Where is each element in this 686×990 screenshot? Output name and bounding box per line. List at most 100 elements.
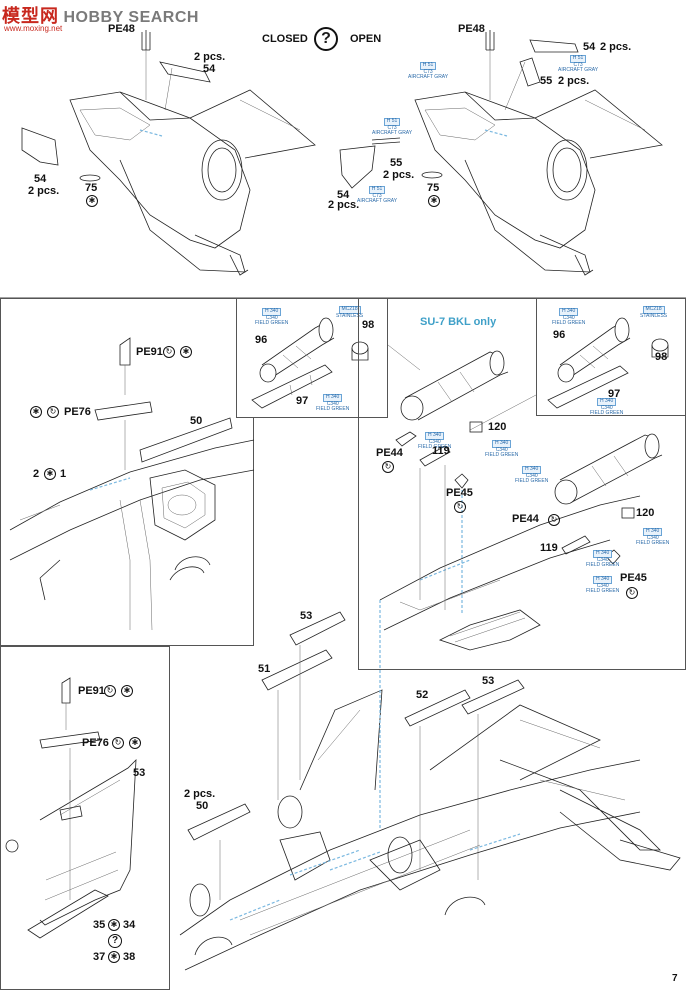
mr-pe44-a-bend-icon: ↻ <box>382 461 394 473</box>
ml-part-50: 50 <box>190 415 203 427</box>
bm-part-52: 52 <box>416 689 429 701</box>
mr-part-119-a: 119 <box>432 445 450 457</box>
bm-part-51: 51 <box>258 663 271 675</box>
watermark: 模型网 HOBBY SEARCH www.moxing.net <box>2 2 199 33</box>
exa-part-98: 98 <box>362 319 375 331</box>
tr-part-55-b: 55 <box>390 157 403 169</box>
ml-pe91-glue-icon: ✱ <box>180 346 192 358</box>
ml-pe91-bend-icon: ↻ <box>163 346 175 358</box>
mr-pe45-a-bend-icon: ↻ <box>454 501 466 513</box>
tl-part-54-a: 54 <box>203 63 216 75</box>
closed-label: CLOSED <box>262 33 308 45</box>
tr-qty-d: 2 pcs. <box>328 199 360 211</box>
bl-part-37: 37 <box>93 951 106 963</box>
ml-part-2: 2 <box>33 468 40 480</box>
bl-part-34: 34 <box>123 919 136 931</box>
top-right-drawing <box>339 30 663 276</box>
tl-pe48: PE48 <box>108 23 135 35</box>
mr-part-119-b: 119 <box>540 542 558 554</box>
bm-part-53-b: 53 <box>482 675 495 687</box>
bl-question-icon: ? <box>108 934 122 948</box>
tl-glue-icon: ✱ <box>86 195 98 207</box>
tl-qty-a: 2 pcs. <box>194 51 226 63</box>
tl-part-54-b: 54 <box>34 173 47 185</box>
tr-qty-a: 2 pcs. <box>600 41 632 53</box>
mr-part-120-a: 120 <box>488 421 507 433</box>
bl-part-38: 38 <box>123 951 136 963</box>
tr-part-55-a: 55 <box>540 75 553 87</box>
bl-part-35: 35 <box>93 919 106 931</box>
tl-part-75: 75 <box>85 182 98 194</box>
tr-part-75: 75 <box>427 182 440 194</box>
tr-part-54-b: 54 <box>337 189 350 201</box>
tr-qty-b: 2 pcs. <box>558 75 590 87</box>
bl-pe91-bend-icon: ↻ <box>104 685 116 697</box>
bl-pe76-bend-icon: ↻ <box>112 737 124 749</box>
tr-part-54-a: 54 <box>583 41 596 53</box>
mr-pe45-b-bend-icon: ↻ <box>626 587 638 599</box>
bm-part-50: 50 <box>196 800 209 812</box>
open-label: OPEN <box>350 33 382 45</box>
exhaust-box-a <box>236 298 388 418</box>
bm-qty-2pcs: 2 pcs. <box>184 788 216 800</box>
bl-part-53: 53 <box>133 767 146 779</box>
tr-glue-icon: ✱ <box>428 195 440 207</box>
bl-pe76-glue-icon: ✱ <box>129 737 141 749</box>
tr-pe48: PE48 <box>458 23 485 35</box>
tl-qty-b: 2 pcs. <box>28 185 60 197</box>
bl-pe76: PE76 <box>82 737 109 749</box>
tr-qty-c: 2 pcs. <box>383 169 415 181</box>
exb-part-98: 98 <box>655 351 668 363</box>
ml-part-1: 1 <box>60 468 67 480</box>
bl-pe91: PE91 <box>78 685 105 697</box>
watermark-brand: HOBBY SEARCH <box>63 9 199 26</box>
mr-pe44-b-bend-icon: ↻ <box>548 514 560 526</box>
mr-pe44-a: PE44 <box>376 447 403 459</box>
watermark-url: www.moxing.net <box>4 24 63 33</box>
exb-part-96: 96 <box>553 329 566 341</box>
watermark-logo: 模型网 <box>2 6 59 26</box>
page-number: 7 <box>672 973 678 984</box>
ml-glue-icon: ✱ <box>44 468 56 480</box>
top-left-drawing <box>21 30 316 276</box>
mr-pe45-a: PE45 <box>446 487 473 499</box>
ml-pe76-glue-icon: ✱ <box>30 406 42 418</box>
exa-part-96: 96 <box>255 334 268 346</box>
exa-part-97: 97 <box>296 395 309 407</box>
mr-part-120-b: 120 <box>636 507 655 519</box>
mr-pe45-b: PE45 <box>620 572 647 584</box>
ml-pe91: PE91 <box>136 346 163 358</box>
mid-left-panel <box>0 298 254 646</box>
ml-pe76: PE76 <box>64 406 91 418</box>
question-icon: ? <box>314 27 338 51</box>
mr-pe44-b: PE44 <box>512 513 539 525</box>
bl-glue-icon-b: ✱ <box>108 951 120 963</box>
bl-glue-icon-a: ✱ <box>108 919 120 931</box>
bl-pe91-glue-icon: ✱ <box>121 685 133 697</box>
exb-part-97: 97 <box>608 388 621 400</box>
su7-bkl-title: SU-7 BKL only <box>420 316 497 328</box>
ml-pe76-bend-icon: ↻ <box>47 406 59 418</box>
bm-part-53-a: 53 <box>300 610 313 622</box>
